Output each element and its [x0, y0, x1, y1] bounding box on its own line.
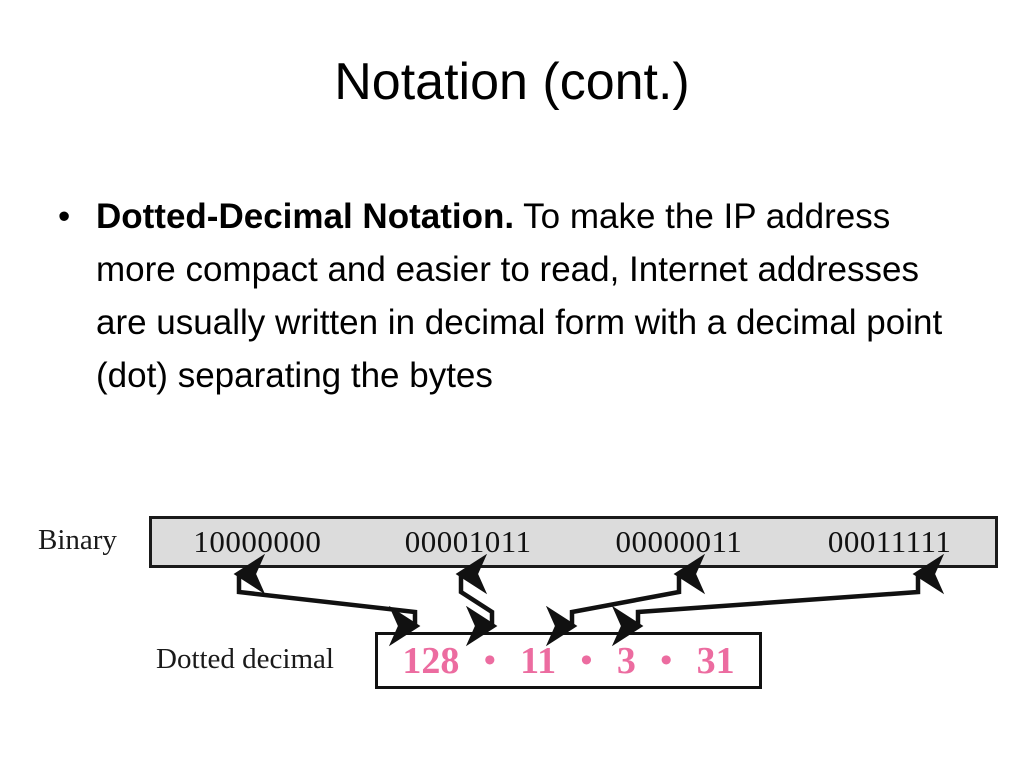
bullet-item: • Dotted-Decimal Notation. To make the I… — [58, 190, 988, 402]
binary-row-label: Binary — [38, 524, 117, 556]
decimal-octet: 128 — [402, 639, 460, 682]
binary-octet: 00011111 — [827, 524, 952, 559]
bullet-marker-icon: • — [58, 197, 71, 236]
decimal-separator-dot: • — [483, 641, 496, 679]
binary-octet: 00001011 — [404, 524, 532, 559]
decimal-octet: 11 — [520, 639, 557, 682]
connector-arrow-4 — [611, 553, 945, 647]
connector-arrow-3 — [545, 553, 706, 647]
connector-arrow-1 — [233, 553, 421, 647]
dotted-decimal-row-label: Dotted decimal — [156, 643, 334, 675]
bullet-text: Dotted-Decimal Notation. To make the IP … — [96, 190, 976, 402]
binary-octet: 00000011 — [615, 524, 743, 559]
connector-arrow-2 — [455, 553, 498, 647]
bullet-rest-text: To make the IP address more compact and … — [96, 197, 943, 395]
decimal-octet: 3 — [616, 639, 636, 682]
page-title: Notation (cont.) — [334, 53, 690, 111]
decimal-separator-dot: • — [580, 641, 593, 679]
decimal-separator-dot: • — [660, 641, 673, 679]
decimal-octet: 31 — [696, 639, 735, 682]
binary-octet: 10000000 — [193, 524, 322, 559]
bullet-bold-lead: Dotted-Decimal Notation. — [96, 197, 515, 236]
